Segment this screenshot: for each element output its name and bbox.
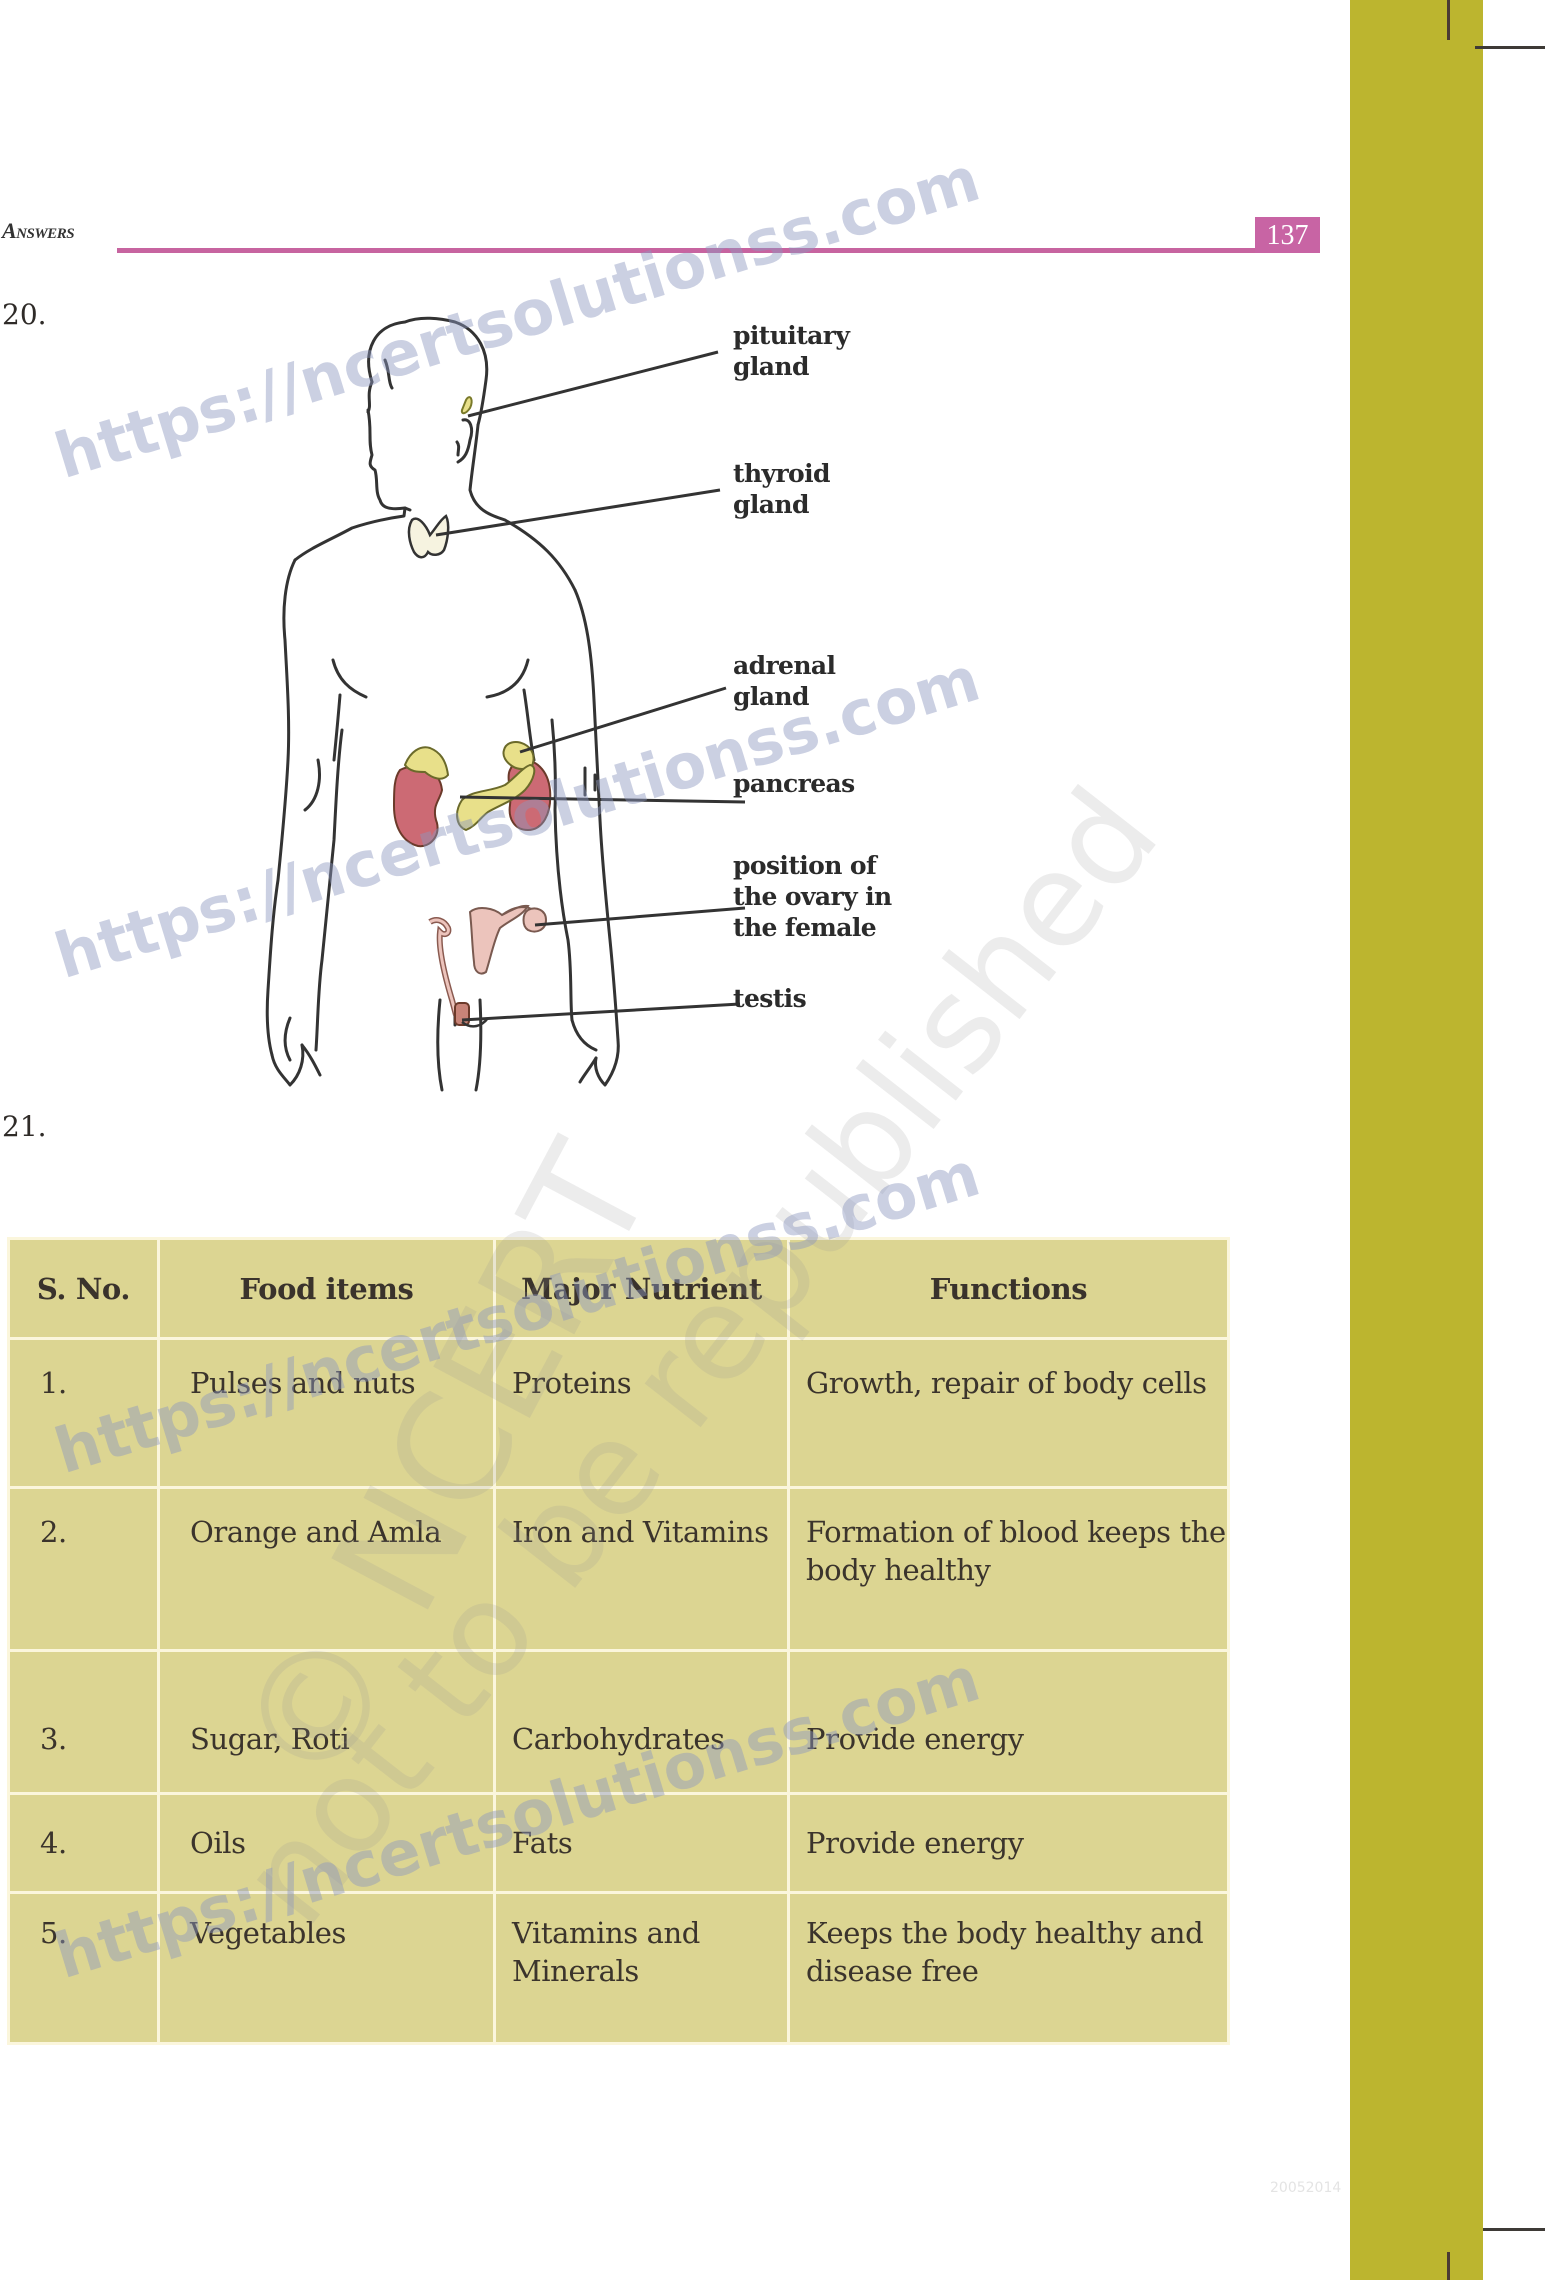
question-21-number: 21. bbox=[2, 1110, 47, 1143]
header-major-nutrient: Major Nutrient bbox=[493, 1237, 790, 1340]
testis-leader bbox=[461, 1002, 741, 1022]
label-thyroid-gland: thyroid gland bbox=[733, 459, 830, 519]
print-code: 20052014 bbox=[1270, 2180, 1342, 2196]
cell-function: Formation of blood keeps the body health… bbox=[787, 1486, 1230, 1652]
question-20-number: 20. bbox=[2, 298, 47, 331]
ovary-leader bbox=[534, 906, 746, 927]
label-pancreas: pancreas bbox=[733, 769, 855, 798]
endocrine-glands-diagram: pituitary gland thyroid gland adrenal gl… bbox=[0, 280, 1000, 1110]
header-sno: S. No. bbox=[7, 1237, 160, 1340]
table-row: 1. Pulses and nuts Proteins Growth, repa… bbox=[7, 1337, 1230, 1489]
label-testis: testis bbox=[733, 984, 807, 1013]
table-row: 2. Orange and Amla Iron and Vitamins For… bbox=[7, 1486, 1230, 1652]
cell-food-item: Orange and Amla bbox=[157, 1486, 496, 1652]
cell-function: Keeps the body healthy and disease free bbox=[787, 1891, 1230, 2045]
table-row: 5. Vegetables Vitamins and Minerals Keep… bbox=[7, 1891, 1230, 2045]
cell-sno: 1. bbox=[7, 1337, 160, 1489]
label-adrenal-gland: adrenal gland bbox=[733, 651, 836, 711]
label-ovary-position: position of the ovary in the female bbox=[733, 851, 892, 942]
crop-mark-bottom bbox=[1447, 2252, 1450, 2280]
cell-nutrient: Fats bbox=[493, 1792, 790, 1894]
cell-nutrient: Iron and Vitamins bbox=[493, 1486, 790, 1652]
cell-food-item: Oils bbox=[157, 1792, 496, 1894]
crop-mark-top-right bbox=[1475, 46, 1545, 49]
cell-function: Growth, repair of body cells bbox=[787, 1337, 1230, 1489]
cell-food-item: Sugar, Roti bbox=[157, 1649, 496, 1795]
table-header-row: S. No. Food items Major Nutrient Functio… bbox=[7, 1237, 1230, 1340]
cell-nutrient: Vitamins and Minerals bbox=[493, 1891, 790, 2045]
cell-function: Provide energy bbox=[787, 1649, 1230, 1795]
page-number: 137 bbox=[1255, 217, 1320, 253]
cell-food-item: Pulses and nuts bbox=[157, 1337, 496, 1489]
human-body-illustration bbox=[265, 316, 746, 1092]
cell-nutrient: Proteins bbox=[493, 1337, 790, 1489]
table-row: 4. Oils Fats Provide energy bbox=[7, 1792, 1230, 1894]
cell-sno: 2. bbox=[7, 1486, 160, 1652]
crop-mark-top bbox=[1447, 0, 1450, 40]
crop-mark-bottom-right bbox=[1483, 2228, 1545, 2231]
running-head: Answers bbox=[2, 218, 75, 243]
cell-nutrient: Carbohydrates bbox=[493, 1649, 790, 1795]
nutrients-table: S. No. Food items Major Nutrient Functio… bbox=[7, 1237, 1230, 2045]
cell-sno: 4. bbox=[7, 1792, 160, 1894]
header-food-items: Food items bbox=[157, 1237, 496, 1340]
cell-food-item: Vegetables bbox=[157, 1891, 496, 2045]
cell-sno: 5. bbox=[7, 1891, 160, 2045]
cell-sno: 3. bbox=[7, 1649, 160, 1795]
pituitary-leader bbox=[467, 350, 719, 418]
pancreas-leader bbox=[459, 795, 746, 804]
side-color-band bbox=[1350, 0, 1483, 2280]
label-pituitary-gland: pituitary gland bbox=[733, 321, 850, 381]
header-rule bbox=[117, 248, 1257, 253]
header-functions: Functions bbox=[787, 1237, 1230, 1340]
adrenal-leader bbox=[519, 686, 727, 754]
table-row: 3. Sugar, Roti Carbohydrates Provide ene… bbox=[7, 1649, 1230, 1795]
cell-function: Provide energy bbox=[787, 1792, 1230, 1894]
thyroid-leader bbox=[435, 488, 721, 537]
